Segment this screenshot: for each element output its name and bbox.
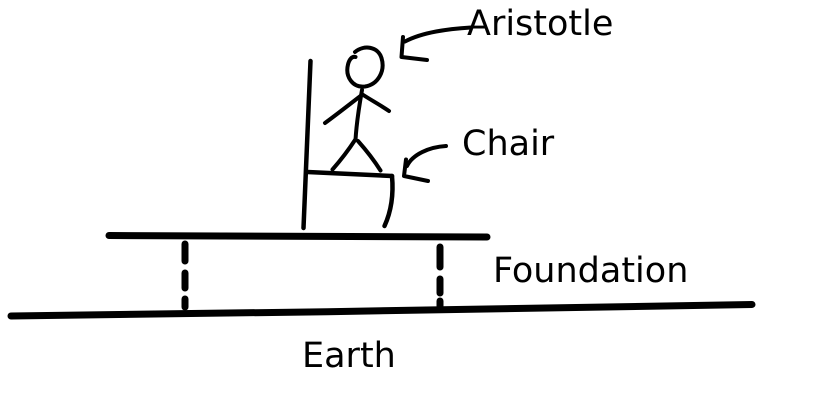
- stick-figure-left-arm: [323, 94, 363, 125]
- label-foundation: Foundation: [493, 251, 689, 291]
- chair-back-line: [301, 58, 313, 231]
- stick-figure-left-leg: [330, 138, 357, 172]
- label-earth: Earth: [302, 336, 396, 376]
- chair-arrow-curve: [405, 144, 448, 168]
- chair-seat-line: [305, 169, 395, 179]
- stick-figure: [323, 45, 391, 173]
- chair-arrow: [402, 144, 448, 183]
- chair: [301, 58, 395, 231]
- stick-figure-right-leg: [356, 139, 383, 173]
- label-aristotle: Aristotle: [467, 4, 614, 44]
- foundation-platform-line: [105, 232, 491, 241]
- stick-figure-right-arm: [360, 92, 391, 113]
- chair-arrow-head: [402, 157, 430, 183]
- aristotle-arrow: [399, 25, 473, 62]
- stick-figure-head: [345, 45, 385, 89]
- chair-front-leg-line: [382, 173, 395, 229]
- label-chair: Chair: [462, 124, 555, 164]
- aristotle-arrow-curve: [403, 25, 473, 44]
- aristotle-arrow-head: [399, 35, 429, 62]
- earth-ground-line: [7, 301, 756, 320]
- ink-group: [7, 25, 756, 320]
